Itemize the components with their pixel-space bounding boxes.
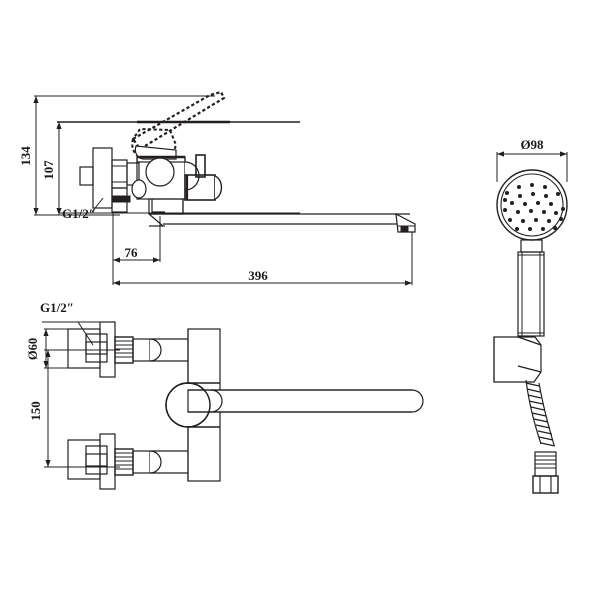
view-plan [42,321,424,490]
dim-flange-diameter-label: Ø60 [26,338,40,360]
view-side-elevation [33,90,416,286]
spray-jet-pattern [503,183,565,231]
dim-shower-head-diameter-label: Ø98 [520,137,544,152]
dim-inlet-thread-elevation-label: G1/2″ [62,206,96,221]
dim-spout-length-label: 396 [248,268,268,283]
flexible-hose [525,379,556,447]
view-hand-shower [493,151,568,494]
dim-overall-height-label: 134 [18,146,33,166]
dim-inlet-centers-label: 150 [28,401,43,421]
dim-inlet-thread-plan-label: G1/2″ [40,300,74,315]
dim-spout-offset-label: 76 [125,245,139,260]
dim-body-height-label: 107 [41,160,56,180]
